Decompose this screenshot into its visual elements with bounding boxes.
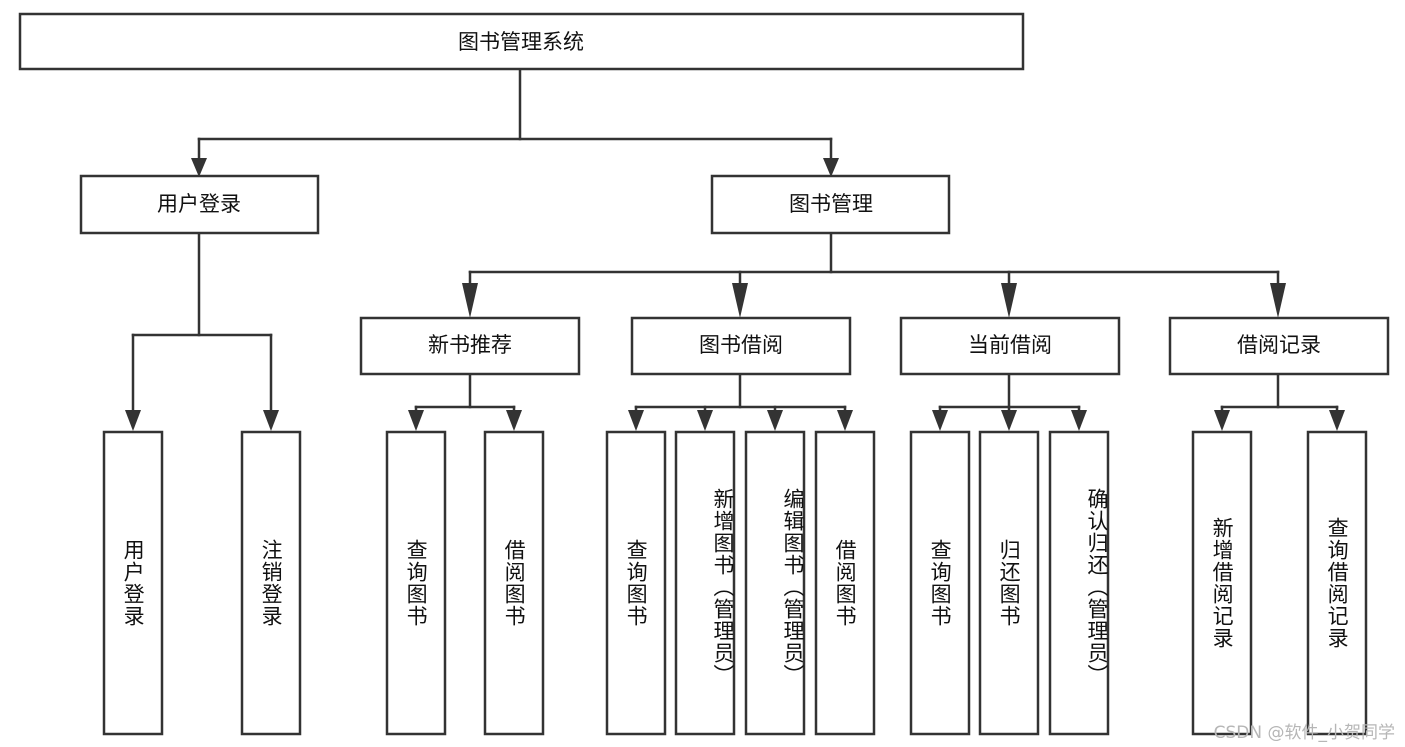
node-login-label: 用户登录 — [157, 192, 241, 216]
arrow-head-leaf-borrow-add — [697, 410, 713, 431]
arrow-head-bookmgmt — [823, 158, 839, 177]
node-root-label: 图书管理系统 — [458, 30, 584, 54]
arrow-head-leaf-user-logout — [263, 410, 279, 431]
arrow-head-leaf-newbook-query — [408, 410, 424, 431]
connector-group-current — [932, 372, 1087, 431]
arrow-head-leaf-current-return — [1001, 410, 1017, 431]
arrow-head-leaf-current-query — [932, 410, 948, 431]
node-newbook-label: 新书推荐 — [428, 333, 512, 357]
node-leaf-user-login[interactable] — [102, 430, 164, 736]
node-leaf-borrow-lend[interactable] — [814, 430, 876, 736]
node-root[interactable] — [18, 12, 1025, 71]
arrow-head-leaf-borrow-edit — [767, 410, 783, 431]
node-leaf-current-query[interactable] — [909, 430, 971, 736]
node-bookmgmt-label: 图书管理 — [789, 192, 873, 216]
connector-group-bookmgmt — [462, 231, 1286, 318]
node-borrow-label: 图书借阅 — [699, 333, 783, 357]
node-leaf-record-query[interactable] — [1306, 430, 1368, 736]
arrow-head-leaf-record-query — [1329, 410, 1345, 431]
node-bookmgmt[interactable] — [710, 174, 951, 235]
node-newbook[interactable] — [359, 316, 581, 376]
node-record-label: 借阅记录 — [1237, 333, 1321, 357]
node-borrow[interactable] — [630, 316, 852, 376]
node-leaf-newbook-query[interactable] — [385, 430, 447, 736]
arrow-head-record — [1270, 283, 1286, 318]
arrow-head-borrow — [732, 283, 748, 318]
node-login[interactable] — [79, 174, 320, 235]
connector-group-newbook — [408, 372, 522, 431]
arrow-head-leaf-current-confirm — [1071, 410, 1087, 431]
connector-group-root — [191, 67, 839, 177]
node-leaf-newbook-borrow[interactable] — [483, 430, 545, 736]
arrow-head-leaf-record-add — [1214, 410, 1230, 431]
node-leaf-current-return[interactable] — [978, 430, 1040, 736]
arrow-head-current — [1001, 283, 1017, 318]
arrow-head-newbook — [462, 283, 478, 318]
arrow-head-leaf-borrow-lend — [837, 410, 853, 431]
node-leaf-record-add[interactable] — [1191, 430, 1253, 736]
node-leaf-borrow-add[interactable] — [674, 430, 736, 736]
arrow-head-leaf-newbook-borrow — [506, 410, 522, 431]
arrow-head-leaf-user-login — [125, 410, 141, 431]
node-leaf-borrow-query[interactable] — [605, 430, 667, 736]
arrow-head-leaf-borrow-query — [628, 410, 644, 431]
connector-group-borrow — [628, 372, 853, 431]
connector-group-login — [125, 231, 279, 431]
node-record[interactable] — [1168, 316, 1390, 376]
node-current-label: 当前借阅 — [968, 333, 1052, 357]
node-leaf-user-logout[interactable] — [240, 430, 302, 736]
node-leaf-borrow-edit[interactable] — [744, 430, 806, 736]
arrow-head-login — [191, 158, 207, 177]
connector-group-record — [1214, 372, 1345, 431]
node-leaf-current-confirm[interactable] — [1048, 430, 1110, 736]
node-current[interactable] — [899, 316, 1121, 376]
